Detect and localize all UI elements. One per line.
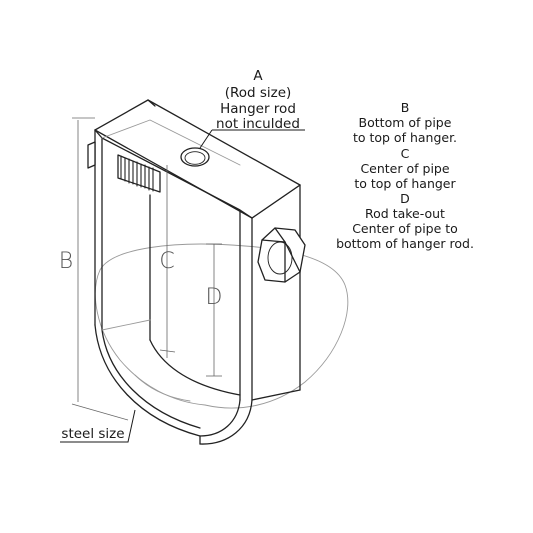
dim-b-label: B bbox=[59, 249, 73, 274]
legend-line: Center of pipe to bbox=[352, 221, 458, 236]
dim-c-label: C bbox=[159, 249, 174, 274]
hex-nut bbox=[257, 227, 306, 283]
threaded-bolt bbox=[87, 141, 161, 193]
top-yoke bbox=[94, 99, 301, 219]
legend-line: C bbox=[401, 146, 410, 161]
steel-size-leader bbox=[60, 409, 136, 443]
legend-line: to top of hanger. bbox=[353, 130, 457, 145]
legend-line: bottom of hanger rod. bbox=[336, 236, 474, 251]
dimension-lines bbox=[60, 117, 305, 443]
callout-a-letter: A bbox=[253, 68, 263, 84]
callout-a-line: not inculded bbox=[216, 116, 300, 132]
callout-a-line: (Rod size) bbox=[225, 85, 292, 101]
strap-inner-face bbox=[101, 194, 241, 396]
steel-size-label: steel size bbox=[61, 426, 124, 442]
strap-right-wall bbox=[199, 184, 301, 445]
rod-hole bbox=[180, 147, 210, 167]
legend-line: to top of hanger bbox=[354, 176, 456, 191]
strap-left-wall bbox=[94, 129, 201, 437]
dim-d-label: D bbox=[206, 285, 223, 310]
legend: B Bottom of pipe to top of hanger. C Cen… bbox=[336, 100, 474, 251]
legend-line: D bbox=[400, 191, 410, 206]
legend-line: Rod take-out bbox=[365, 206, 445, 221]
legend-line: Center of pipe bbox=[360, 161, 449, 176]
callout-a: A (Rod size) Hanger rod not inculded bbox=[216, 68, 300, 132]
legend-line: Bottom of pipe bbox=[359, 115, 452, 130]
legend-line: B bbox=[401, 100, 410, 115]
hanger-drawing bbox=[87, 99, 349, 445]
callout-a-line: Hanger rod bbox=[220, 101, 296, 117]
pipe-outline bbox=[94, 243, 349, 409]
